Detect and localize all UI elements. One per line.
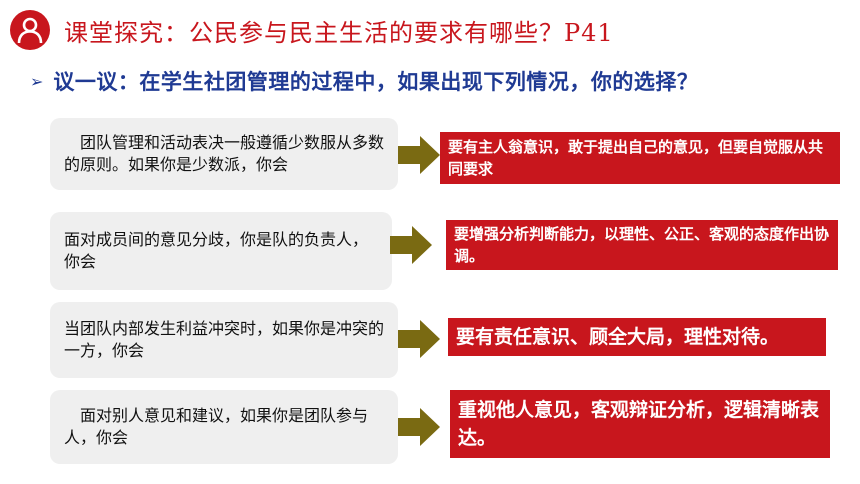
answer-text: 要有责任意识、顾全大局，理性对待。 bbox=[456, 326, 780, 348]
situation-text: 当团队内部发生利益冲突时，如果你是冲突的一方，你会 bbox=[64, 319, 385, 360]
situation-text: 面对成员间的意见分歧，你是队的负责人，你会 bbox=[64, 230, 369, 271]
right-arrow-icon bbox=[398, 320, 440, 358]
prompt-text: 议一议：在学生社团管理的过程中，如果出现下列情况，你的选择？ bbox=[53, 70, 699, 94]
situation-text: 团队管理和活动表决一般遵循少数服从多数的原则。如果你是少数派，你会 bbox=[64, 133, 385, 174]
answer-box-4: 重视他人意见，客观辩证分析，逻辑清晰表达。 bbox=[450, 390, 830, 458]
answer-text: 要增强分析判断能力，以理性、公正、客观的态度作出协调。 bbox=[454, 225, 830, 265]
situation-card-4: 面对别人意见和建议，如果你是团队参与人，你会 bbox=[50, 390, 398, 464]
discussion-prompt: ➢ 议一议：在学生社团管理的过程中，如果出现下列情况，你的选择？ bbox=[30, 66, 698, 96]
right-arrow-icon bbox=[398, 408, 440, 446]
user-silhouette-icon bbox=[17, 17, 43, 44]
arrow-bullet-icon: ➢ bbox=[30, 71, 44, 91]
user-icon bbox=[10, 10, 50, 50]
answer-box-2: 要增强分析判断能力，以理性、公正、客观的态度作出协调。 bbox=[446, 220, 838, 270]
situation-card-3: 当团队内部发生利益冲突时，如果你是冲突的一方，你会 bbox=[50, 302, 398, 378]
answer-text: 重视他人意见，客观辩证分析，逻辑清晰表达。 bbox=[458, 399, 820, 449]
answer-text: 要有主人翁意识，敢于提出自己的意见，但要自觉服从共同要求 bbox=[448, 138, 824, 178]
answer-box-3: 要有责任意识、顾全大局，理性对待。 bbox=[448, 318, 826, 356]
situation-text: 面对别人意见和建议，如果你是团队参与人，你会 bbox=[64, 406, 369, 447]
situation-card-2: 面对成员间的意见分歧，你是队的负责人，你会 bbox=[50, 212, 392, 290]
right-arrow-icon bbox=[398, 136, 440, 174]
right-arrow-icon bbox=[390, 226, 432, 264]
situation-card-1: 团队管理和活动表决一般遵循少数服从多数的原则。如果你是少数派，你会 bbox=[50, 118, 398, 190]
title-row: 课堂探究：公民参与民主生活的要求有哪些？P41 bbox=[10, 8, 614, 52]
page-title: 课堂探究：公民参与民主生活的要求有哪些？P41 bbox=[64, 18, 614, 47]
answer-box-1: 要有主人翁意识，敢于提出自己的意见，但要自觉服从共同要求 bbox=[440, 132, 840, 184]
